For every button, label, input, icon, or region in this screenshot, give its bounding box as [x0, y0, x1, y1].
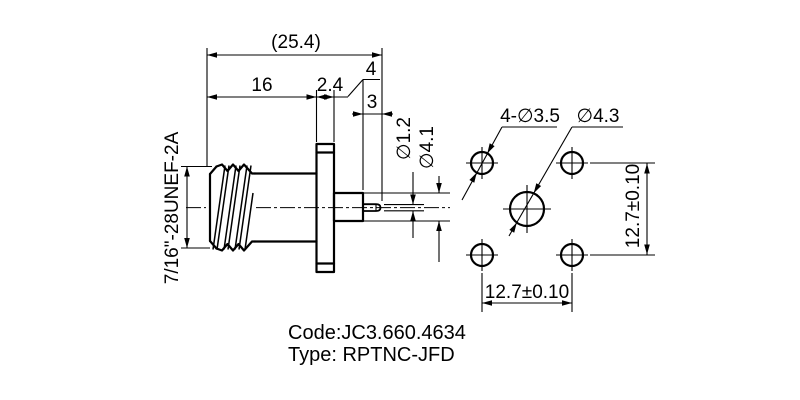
bushing-length-dim-label: 4: [366, 59, 377, 80]
pin-diameter-dim-label: ∅1.2: [394, 117, 415, 160]
side-view: (25.4) 16 2.4 4 3 ∅1.2 ∅4.1 7/16"-28UNEF…: [162, 32, 450, 284]
flange-thickness-dim-label: 2.4: [317, 75, 344, 96]
thread-hatching: [212, 165, 254, 250]
face-view: 4-∅3.5 ∅4.3 12.7±0.10 12.7±0.10: [461, 106, 655, 312]
center-pin: [362, 203, 382, 212]
body-length-dim-label: 16: [251, 75, 272, 96]
face-view-dimension-lines: [461, 126, 655, 312]
pin-length-dim-label: 3: [367, 92, 378, 113]
hole-crosshairs: [466, 147, 588, 271]
part-type-text: Type: RPTNC-JFD: [288, 344, 455, 366]
face-view-arrowheads: [469, 143, 650, 306]
side-view-arrowheads: [184, 52, 442, 248]
overall-length-dim-label: (25.4): [271, 32, 321, 53]
part-code-text: Code:JC3.660.4634: [288, 322, 466, 344]
hole-spacing-vertical-dim-label: 12.7±0.10: [623, 164, 644, 248]
connector-body: [253, 172, 318, 243]
thread-spec-label: 7/16"-28UNEF-2A: [162, 131, 183, 284]
hole-spacing-horizontal-dim-label: 12.7±0.10: [485, 282, 569, 303]
insulator-bushing: [332, 191, 365, 223]
bushing-diameter-dim-label: ∅4.1: [417, 126, 438, 169]
threaded-coupling: [208, 163, 257, 252]
caption: Code:JC3.660.4634 Type: RPTNC-JFD: [288, 322, 466, 366]
center-hole-dim-label: ∅4.3: [577, 106, 620, 127]
mounting-holes-dim-label: 4-∅3.5: [500, 106, 560, 127]
